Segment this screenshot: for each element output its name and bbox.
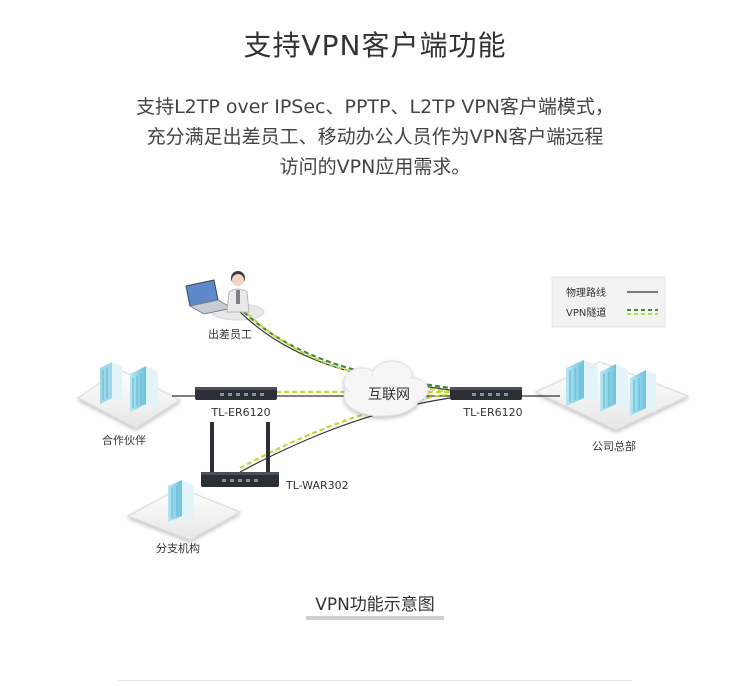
vpn-tunnel-wireless [239,392,451,469]
internet-label: 互联网 [368,387,410,403]
legend-vpn-label: VPN隧道 [566,306,606,319]
traveler-person-icon [226,271,250,313]
right-router-label: TL-ER6120 [462,406,522,419]
internet-cloud-icon [343,360,429,417]
traveler-label: 出差员工 [208,327,252,341]
branch-label: 分支机构 [156,541,200,555]
headquarters-label: 公司总部 [592,439,636,453]
description-line: 访问的VPN应用需求。 [279,156,471,178]
right-router-icon [450,387,522,400]
traveler-laptop-icon [185,279,234,315]
description-line: 充分满足出差员工、移动办公人员作为VPN客户端远程 [146,126,604,148]
legend-physical-label: 物理路线 [566,286,606,299]
figure-caption: VPN功能示意图 [315,595,435,615]
bottom-divider [118,680,632,681]
partner-platform [77,369,182,429]
vpn-network-diagram: 物理路线 VPN隧道 [77,271,690,555]
partner-building-icon [100,362,158,412]
wireless-router-icon [201,422,279,487]
branch-building-icon [168,480,194,522]
wireless-router-label: TL-WAR302 [285,479,349,492]
physical-line-wireless [239,397,451,473]
description-line: 支持L2TP over IPSec、PPTP、L2TP VPN客户端模式， [136,96,614,118]
legend: 物理路线 VPN隧道 [551,276,666,328]
left-router-label: TL-ER6120 [210,406,270,419]
left-router-icon [195,387,277,400]
feature-description: 支持L2TP over IPSec、PPTP、L2TP VPN客户端模式， 充分… [0,92,750,182]
page-title: 支持VPN客户端功能 [243,29,507,62]
partner-label: 合作伙伴 [102,433,146,447]
caption-underline [306,616,444,620]
headquarters-building-icon [566,360,656,416]
